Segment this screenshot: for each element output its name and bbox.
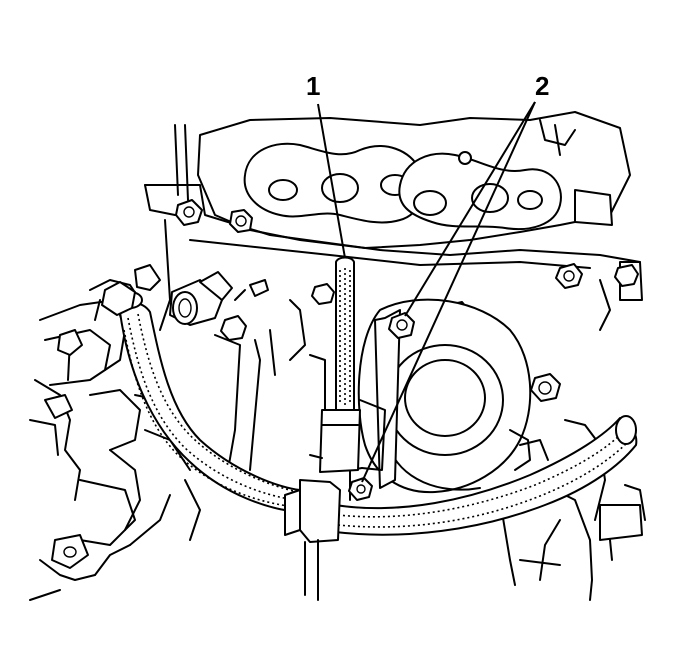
threaded-stud — [309, 256, 361, 473]
bolt-icon — [220, 315, 247, 341]
bolt-icon — [555, 263, 583, 289]
hose-clamp — [284, 479, 341, 601]
callout-leaders — [317, 101, 536, 483]
bracket-bolt-lower-icon — [348, 477, 373, 501]
callout-1: 1 — [306, 71, 320, 101]
exhaust-manifold-flange — [197, 111, 631, 249]
leader-line-2a — [404, 101, 536, 317]
bracket-plate — [348, 309, 415, 501]
oil-filter-housing — [357, 298, 549, 494]
braided-hose — [117, 291, 638, 536]
lower-structure — [214, 299, 646, 601]
bolt-icon — [175, 199, 203, 226]
left-fittings — [101, 264, 161, 316]
bolt-icon — [229, 209, 253, 233]
leader-line-1 — [317, 103, 346, 259]
bolt-icon — [614, 264, 639, 287]
callout-2: 2 — [535, 71, 549, 101]
bracket-bolt-upper-icon — [388, 312, 415, 339]
leader-line-2b — [361, 101, 536, 483]
sensor-fitting — [169, 271, 269, 326]
bolt-icon — [311, 283, 335, 305]
bolt-icon — [530, 373, 561, 402]
